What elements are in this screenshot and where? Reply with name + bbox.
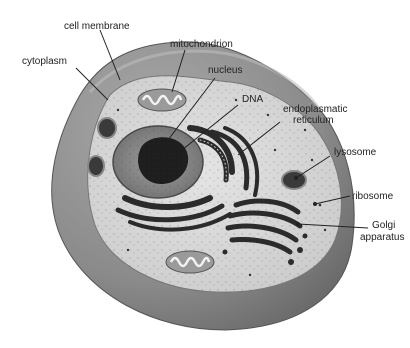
label-cytoplasm: cytoplasm — [22, 56, 67, 67]
label-er-line2: reticulum — [293, 115, 334, 126]
label-golgi-line1: Golgi — [372, 220, 395, 231]
label-mitochondrion: mitochondrion — [170, 39, 233, 50]
label-cell-membrane: cell membrane — [64, 21, 130, 32]
mitochondrion-bottom — [166, 251, 214, 273]
vacuole-upper — [98, 118, 116, 138]
label-er-line1: endoplasmatic — [283, 104, 347, 115]
label-lysosome: lysosome — [334, 147, 377, 158]
label-ribosome: ribosome — [352, 191, 394, 202]
mitochondrion-top — [138, 89, 186, 111]
label-nucleus: nucleus — [208, 65, 242, 76]
vacuole-lower — [88, 156, 104, 176]
cell-body — [52, 42, 354, 330]
label-dna: DNA — [242, 94, 263, 105]
label-golgi-line2: apparatus — [360, 232, 404, 243]
